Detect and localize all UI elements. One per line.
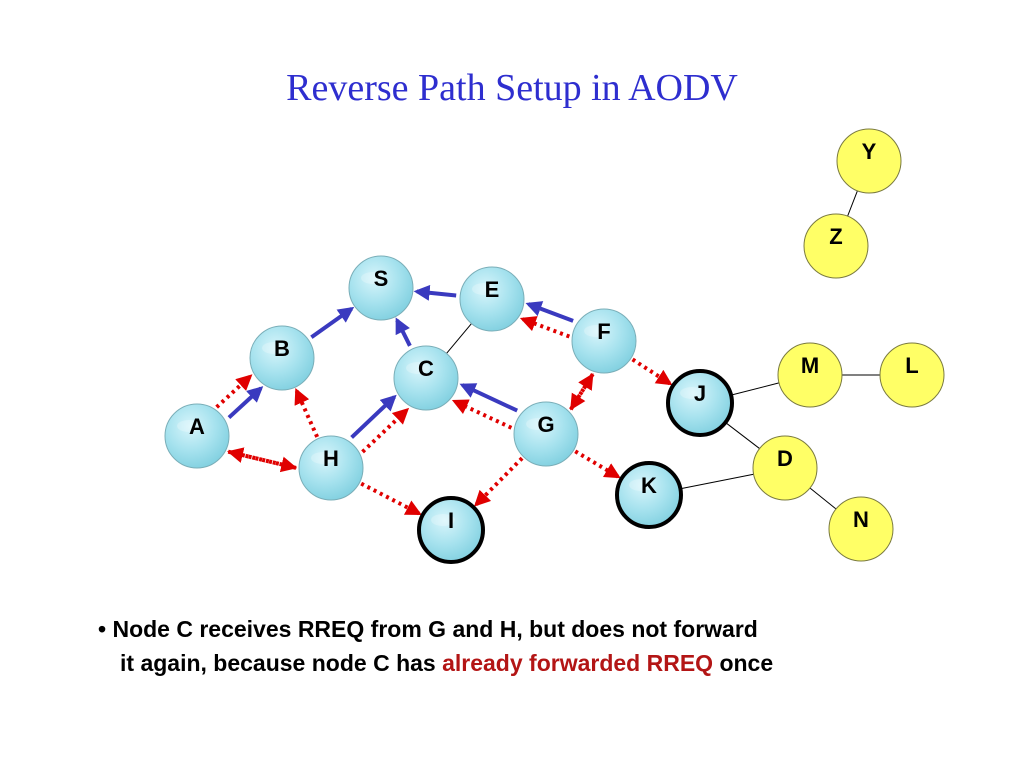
caption-line-1: • Node C receives RREQ from G and H, but… <box>98 612 998 646</box>
reverse-path-arrow-c-s <box>395 317 412 347</box>
rreq-arrow-g-k <box>574 449 621 479</box>
node-circle <box>777 342 843 408</box>
node-label: I <box>448 508 454 533</box>
link-y-z <box>847 190 858 217</box>
rreq-arrow-a-h <box>227 449 298 473</box>
caption-text-1: Node C receives RREQ from G and H, but d… <box>112 616 758 642</box>
node-highlight <box>406 362 430 374</box>
node-j: J <box>666 369 734 437</box>
node-circle <box>298 435 364 501</box>
bullet: • <box>98 616 107 642</box>
node-circle <box>666 369 734 437</box>
node-circle <box>803 213 869 279</box>
caption-text-2: it again, because node C has <box>120 650 443 676</box>
link-k-d <box>680 473 754 490</box>
rreq-arrow-f-j <box>631 357 673 386</box>
node-l: L <box>879 342 945 408</box>
node-circle <box>513 401 579 467</box>
reverse-path-arrow-g-c <box>459 383 519 413</box>
node-h: H <box>298 435 364 501</box>
node-label: B <box>274 336 290 361</box>
node-highlight <box>629 479 653 491</box>
node-label: A <box>189 414 205 439</box>
node-highlight <box>526 418 550 430</box>
rreq-arrow-h-b <box>294 387 319 438</box>
node-highlight <box>431 514 455 526</box>
node-label: S <box>374 266 389 291</box>
reverse-path-arrow-h-c <box>350 394 397 439</box>
node-a: A <box>164 403 230 469</box>
node-highlight <box>680 387 704 399</box>
node-i: I <box>417 496 485 564</box>
node-label: Z <box>829 224 842 249</box>
caption-text-3: once <box>713 650 774 676</box>
node-label: G <box>537 412 554 437</box>
node-label: C <box>418 356 434 381</box>
link-j-d <box>725 422 760 449</box>
reverse-path-arrow-e-s <box>413 284 457 301</box>
link-j-m <box>730 382 780 396</box>
node-z: Z <box>803 213 869 279</box>
node-circle <box>752 435 818 501</box>
node-highlight <box>584 325 608 337</box>
link-e-c <box>446 323 472 354</box>
node-label: Y <box>862 139 877 164</box>
node-label: H <box>323 446 339 471</box>
node-circle <box>393 345 459 411</box>
node-highlight <box>361 272 385 284</box>
node-label: K <box>641 473 657 498</box>
node-circle <box>164 403 230 469</box>
node-circle <box>615 461 683 529</box>
rreq-arrow-h-i <box>360 481 422 516</box>
links-layer <box>446 190 880 510</box>
rreq-arrow-g-i <box>474 456 524 507</box>
node-n: N <box>828 496 894 562</box>
reverse-path-arrow-f-e <box>525 301 574 323</box>
node-c: C <box>393 345 459 411</box>
node-b: B <box>249 325 315 391</box>
node-circle <box>836 128 902 194</box>
reverse-path-arrow-a-b <box>227 386 264 420</box>
rreq-arrow-h-a <box>227 447 297 470</box>
node-label: J <box>694 381 706 406</box>
node-m: M <box>777 342 843 408</box>
node-label: D <box>777 446 793 471</box>
reverse-path-arrow-b-s <box>310 306 355 339</box>
node-g: G <box>513 401 579 467</box>
node-d: D <box>752 435 818 501</box>
node-circle <box>459 266 525 332</box>
caption-highlight: already forwarded RREQ <box>442 650 714 676</box>
nodes-layer: S E F B C A G H I J K Y Z M L D N <box>164 128 945 564</box>
rreq-arrow-h-c <box>361 407 410 454</box>
node-label: M <box>801 353 819 378</box>
node-highlight <box>177 420 201 432</box>
node-e: E <box>459 266 525 332</box>
node-circle <box>249 325 315 391</box>
caption-line-2: it again, because node C has already for… <box>98 646 998 680</box>
node-f: F <box>571 308 637 374</box>
node-highlight <box>262 342 286 354</box>
node-y: Y <box>836 128 902 194</box>
link-d-n <box>809 487 837 510</box>
node-circle <box>828 496 894 562</box>
node-circle <box>348 255 414 321</box>
rreq-arrow-f-e <box>519 316 571 339</box>
caption: • Node C receives RREQ from G and H, but… <box>98 612 998 680</box>
node-s: S <box>348 255 414 321</box>
node-label: L <box>905 353 918 378</box>
rreq-arrows-layer <box>215 316 673 516</box>
node-circle <box>879 342 945 408</box>
node-circle <box>417 496 485 564</box>
node-highlight <box>472 283 496 295</box>
page-title: Reverse Path Setup in AODV <box>286 67 738 109</box>
node-label: N <box>853 507 869 532</box>
node-label: E <box>485 277 500 302</box>
node-label: F <box>597 319 610 344</box>
node-circle <box>571 308 637 374</box>
reverse-path-layer <box>227 284 574 439</box>
rreq-arrow-a-b <box>215 374 253 409</box>
node-highlight <box>311 452 335 464</box>
node-k: K <box>615 461 683 529</box>
